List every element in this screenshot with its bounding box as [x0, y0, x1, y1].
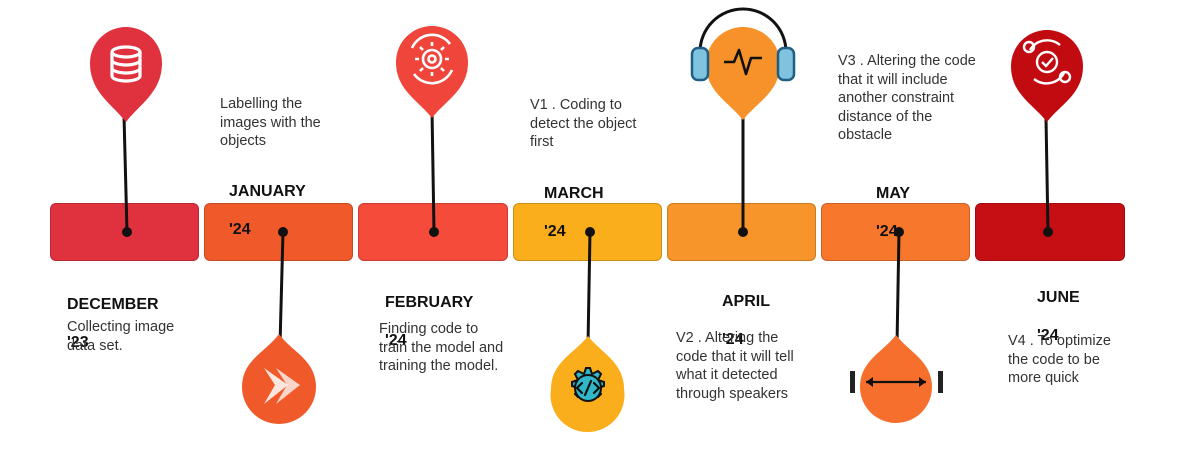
- pin-may: [860, 335, 932, 423]
- code-gear-icon: [571, 367, 605, 402]
- connector-may: [894, 227, 904, 346]
- headphones-pulse-icon: [690, 7, 796, 82]
- description-december: Collecting image data set.: [67, 319, 175, 354]
- month-year: '24: [1037, 327, 1059, 344]
- arrow-chevron-icon: [264, 368, 300, 404]
- connector-june: [1043, 117, 1053, 237]
- database-icon: [110, 45, 142, 83]
- month-year: '24: [876, 223, 898, 240]
- month-year: '23: [67, 334, 89, 351]
- month-label-june: JUNE '24: [1037, 269, 1080, 345]
- distance-arrow-icon: [850, 371, 943, 393]
- description-april: V2 . Altering the code that it will tell…: [676, 330, 794, 402]
- connector-april: [738, 112, 748, 237]
- description-june: V4 . To optimize the code to be more qui…: [1008, 333, 1111, 386]
- pin-april: [706, 27, 780, 120]
- month-label-may: MAY '24: [876, 165, 910, 241]
- pin-june: [1011, 30, 1083, 122]
- month-name: DECEMBER: [67, 296, 159, 313]
- description-february: Finding code to train the model and trai…: [379, 321, 504, 374]
- connector-january: [278, 227, 288, 346]
- month-name: FEBRUARY: [385, 294, 474, 311]
- gear-cycle-icon: [410, 33, 454, 85]
- month-name: MAY: [876, 185, 911, 202]
- month-year: '24: [544, 223, 566, 240]
- month-year: '24: [722, 331, 744, 348]
- connector-february: [429, 109, 439, 237]
- connector-march: [585, 227, 595, 346]
- month-name: MARCH: [544, 185, 604, 202]
- connector-december: [122, 115, 132, 237]
- optimize-gears-icon: [1022, 39, 1072, 85]
- month-label-april: APRIL '24: [722, 273, 770, 349]
- month-name: JANUARY: [229, 183, 306, 200]
- month-name: APRIL: [722, 293, 770, 310]
- month-label-january: JANUARY '24: [229, 163, 306, 239]
- month-label-march: MARCH '24: [544, 165, 604, 241]
- description-january: Labelling the images with the objects: [220, 96, 321, 149]
- month-year: '24: [385, 332, 407, 349]
- month-year: '24: [229, 221, 251, 238]
- description-march: V1 . Coding to detect the object first: [530, 97, 637, 150]
- month-name: JUNE: [1037, 289, 1080, 306]
- month-label-february: FEBRUARY '24: [385, 274, 473, 350]
- month-label-december: DECEMBER '23: [67, 276, 159, 352]
- description-may: V3 . Altering the code that it will incl…: [838, 53, 976, 143]
